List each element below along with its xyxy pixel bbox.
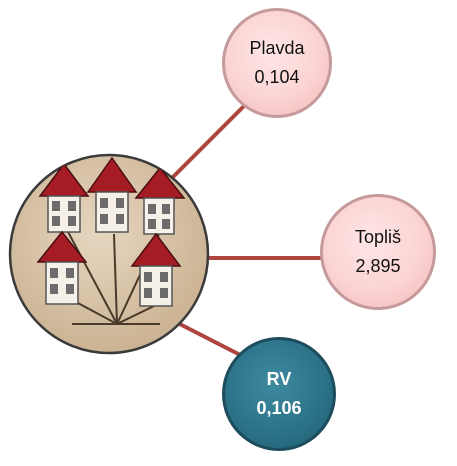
connector-rv (167, 316, 251, 362)
node-toplis: Topliš 2,895 (320, 194, 436, 310)
node-plavda-value: 0,104 (254, 67, 300, 87)
node-toplis-value: 2,895 (355, 256, 401, 276)
node-rv-name: RV (266, 369, 292, 390)
node-rv: RV 0,106 (222, 337, 336, 451)
node-toplis-name: Topliš (354, 227, 402, 248)
node-rv-value: 0,106 (256, 398, 302, 418)
node-plavda: Plavda 0,104 (222, 8, 332, 118)
houses-network-icon (8, 153, 210, 355)
node-plavda-name: Plavda (249, 38, 305, 59)
connector-plavda (158, 104, 246, 192)
